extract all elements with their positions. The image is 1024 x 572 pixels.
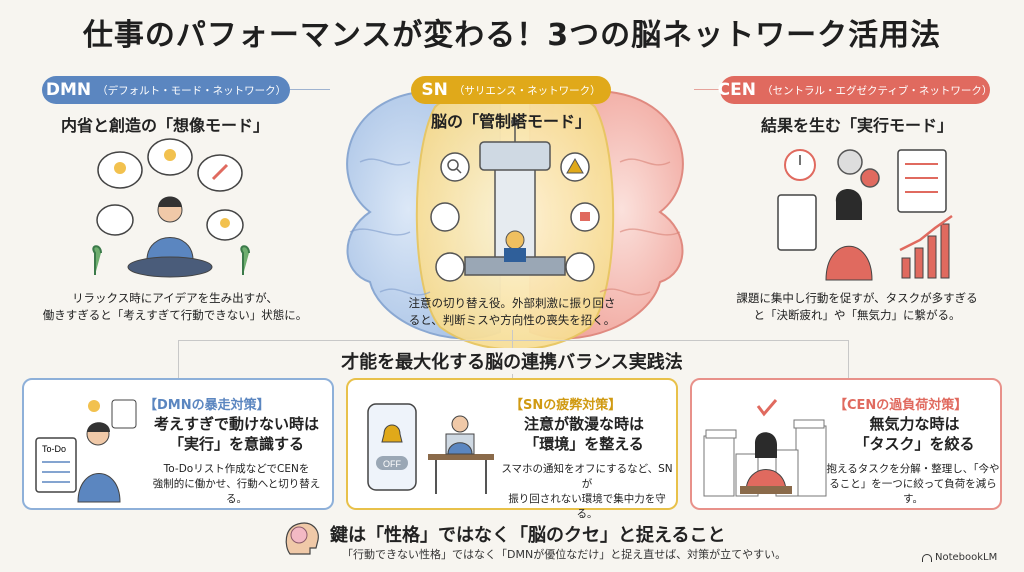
- card-dmn-countermeasure: To-Do 【DMNの暴走対策】 考えすぎで動けない時は 「実行」を意識する T…: [22, 378, 334, 510]
- card-sn-tag: 【SNの疲弊対策】: [510, 398, 622, 413]
- dmn-subtitle: 内省と創造の「想像モード」: [60, 116, 269, 135]
- card-sn-countermeasure: OFF 【SNの疲弊対策】 注意が散漫な時は 「環境」を整える スマホの通知をオ…: [346, 378, 678, 520]
- sn-description: 注意の切り替え役。外部刺激に振り回さ ると、判断ミスや方向性の喪失を招く。: [408, 296, 616, 327]
- gear-icon: [860, 168, 880, 188]
- sn-header-pill: SN （サリエンス・ネットワーク）: [411, 76, 611, 104]
- dmn-header-pill: DMN （デフォルト・モード・ネットワーク）: [42, 76, 290, 104]
- cen-abbr: CEN: [717, 80, 756, 100]
- lightbulb-icon: [88, 400, 100, 412]
- phone-desk-illustration: OFF: [367, 403, 494, 494]
- dmn-abbr: DMN: [45, 80, 92, 100]
- clipboard-icon: [777, 194, 817, 251]
- gear-icon: [837, 149, 863, 175]
- paper-stacks-illustration: [703, 399, 827, 497]
- checklist-icon: [111, 399, 137, 429]
- sn-full-name: （サリエンス・ネットワーク）: [453, 84, 601, 97]
- brain-head-icon: [285, 522, 319, 555]
- magnifier-icon: [447, 159, 459, 171]
- card-cen-desc: 抱えるタスクを分解・整理し、「今や ること」を一つに絞って負荷を減らす。: [826, 463, 1000, 505]
- svg-text:To-Do: To-Do: [42, 444, 66, 454]
- card-cen-countermeasure: 【CENの過負荷対策】 無気力な時は 「タスク」を絞る 抱えるタスクを分解・整理…: [690, 378, 1002, 510]
- bar-graph-icon: [901, 223, 950, 279]
- bell-icon: [381, 424, 403, 443]
- page-title: 仕事のパフォーマンスが変わる！3つの脳ネットワーク活用法: [82, 18, 942, 53]
- svg-text:OFF: OFF: [383, 459, 401, 469]
- notebooklm-logo-icon: [922, 553, 932, 562]
- checklist-icon: [897, 149, 947, 213]
- footer-sub-message: 「行動できない性格」ではなく「DMNが優位なだけ」と捉え直せば、対策が立てやすい…: [342, 548, 787, 561]
- brain-illustration: [346, 80, 684, 351]
- card-sn-heading: 注意が散漫な時は 「環境」を整える: [523, 415, 644, 453]
- card-sn-desc: スマホの通知をオフにするなど、SNが 振り回されない環境で集中力を守る。: [501, 463, 673, 520]
- cen-header-pill: CEN （セントラル・エグゼクティブ・ネットワーク）: [717, 76, 993, 104]
- checkmark-icon: [756, 399, 778, 417]
- rocket-icon: [211, 163, 229, 181]
- smartphone-icon: [367, 403, 417, 491]
- sn-subtitle: 脳の「管制塔モード」: [430, 112, 591, 131]
- sn-abbr: SN: [421, 80, 448, 100]
- lightbulb-icon: [220, 218, 230, 228]
- notebooklm-logo: NotebookLM: [922, 552, 997, 563]
- section-heading: 才能を最大化する脳の連携バランス実践法: [262, 348, 762, 374]
- control-tower-icon: [464, 118, 566, 276]
- card-cen-tag: 【CENの過負荷対策】: [834, 398, 968, 413]
- card-dmn-desc: To-Doリスト作成などでCENを 強制的に働かせ、行動へと切り替える。: [152, 463, 321, 505]
- cen-subtitle: 結果を生む「実行モード」: [760, 116, 953, 135]
- dmn-description: リラックス時にアイデアを生み出すが、 働きすぎると「考えすぎて行動できない」状態…: [42, 291, 308, 322]
- cen-full-name: （セントラル・エグゼクティブ・ネットワーク）: [761, 84, 993, 97]
- card-dmn-tag: 【DMNの暴走対策】: [144, 398, 270, 413]
- lightbulb-icon: [114, 162, 126, 174]
- footer-key-message: 鍵は「性格」ではなく「脳のクセ」と捉えること: [330, 525, 726, 546]
- warning-icon: [566, 157, 584, 174]
- dmn-thinking-illustration: [92, 138, 250, 278]
- lightbulb-icon: [164, 149, 176, 161]
- todo-illustration: To-Do: [35, 399, 137, 503]
- cen-focus-illustration: [777, 149, 953, 281]
- alarm-light-icon: [580, 212, 590, 221]
- card-dmn-heading: 考えすぎで動けない時は 「実行」を意識する: [153, 415, 319, 453]
- dmn-full-name: （デフォルト・モード・ネットワーク）: [97, 84, 287, 97]
- cen-description: 課題に集中し行動を促すが、タスクが多すぎる と「決断疲れ」や「無気力」に繋がる。: [736, 291, 978, 322]
- todo-list-icon: [35, 437, 77, 493]
- card-cen-heading: 無気力な時は 「タスク」を絞る: [854, 415, 975, 453]
